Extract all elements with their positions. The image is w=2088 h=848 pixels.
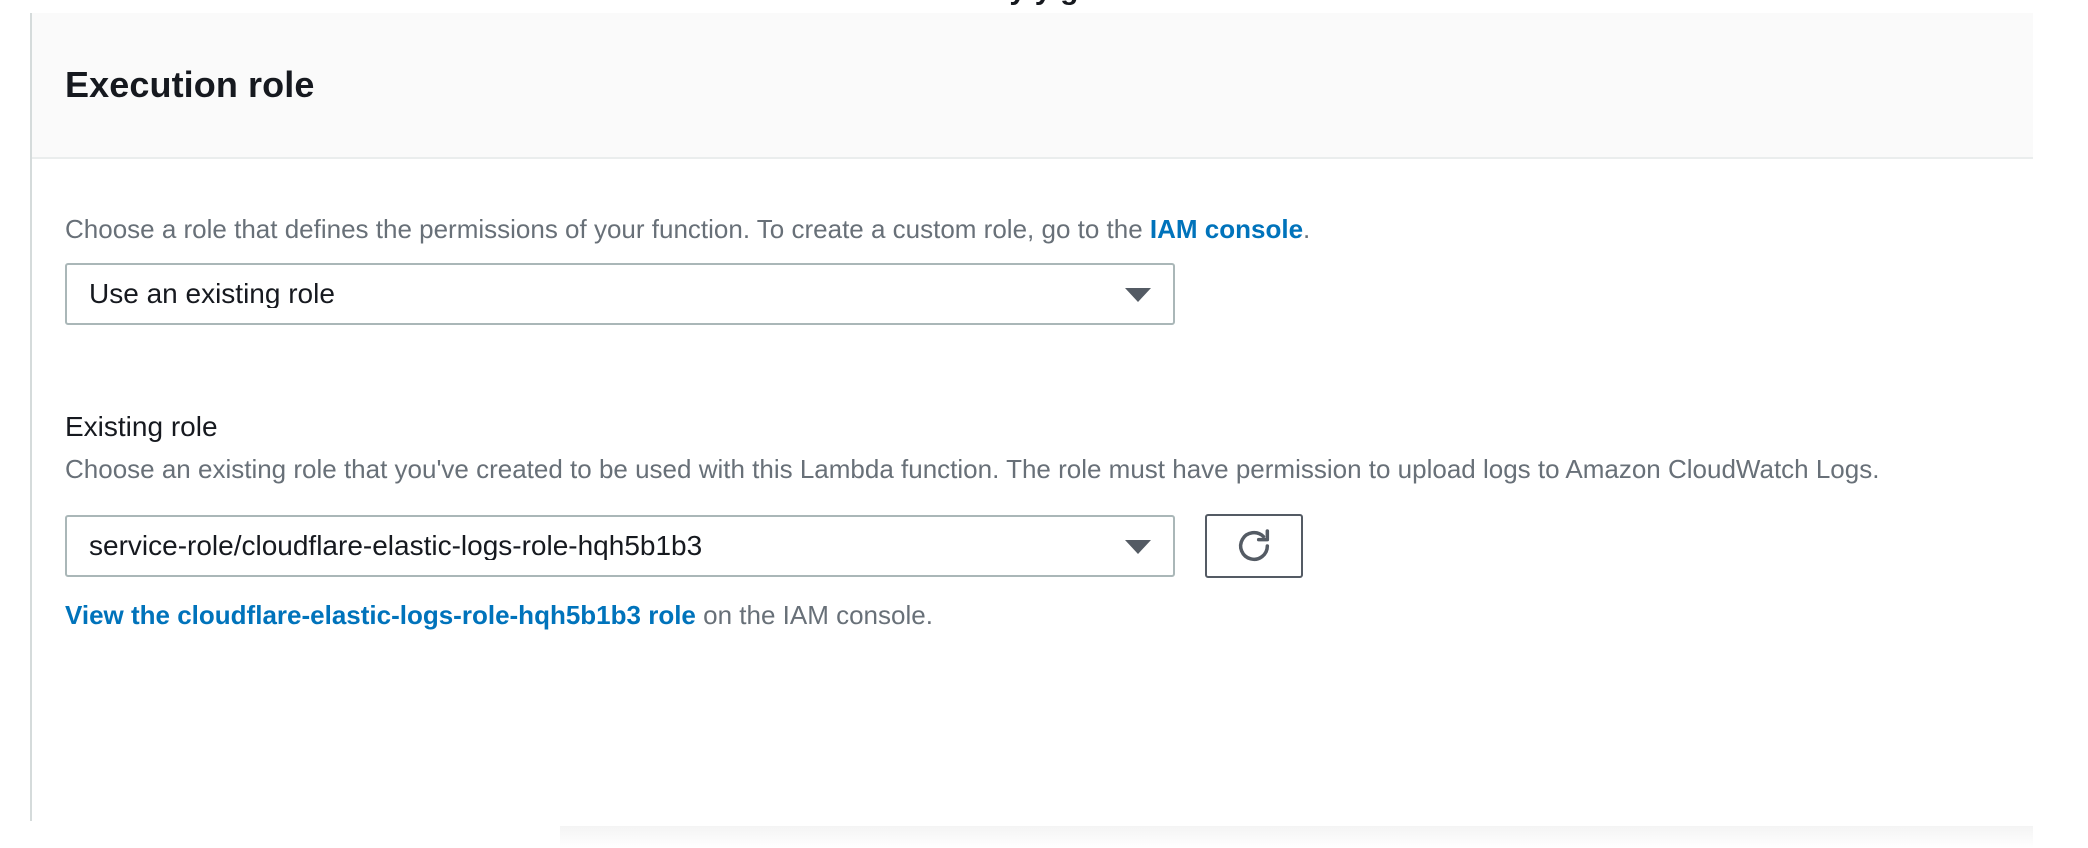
- refresh-icon: [1238, 529, 1270, 562]
- view-role-link[interactable]: View the cloudflare-elastic-logs-role-hq…: [65, 599, 696, 630]
- role-type-description: Choose a role that defines the permissio…: [65, 159, 2000, 247]
- existing-role-group: Existing role Choose an existing role th…: [65, 325, 2000, 633]
- card-header: Execution role: [32, 13, 2033, 159]
- role-type-select-value: Use an existing role: [89, 280, 335, 309]
- existing-role-row: service-role/cloudflare-elastic-logs-rol…: [65, 513, 2000, 578]
- clipped-text-above-card: y y g: [0, 0, 2088, 13]
- existing-role-select-value: service-role/cloudflare-elastic-logs-rol…: [89, 531, 703, 560]
- chevron-down-icon: [1125, 288, 1151, 303]
- iam-console-link[interactable]: IAM console: [1149, 214, 1304, 244]
- role-type-select[interactable]: Use an existing role: [65, 263, 1175, 326]
- role-type-description-text-after: .: [1303, 214, 1311, 244]
- refresh-roles-button[interactable]: [1205, 513, 1303, 578]
- view-role-line: View the cloudflare-elastic-logs-role-hq…: [65, 598, 2000, 633]
- role-type-description-text-before: Choose a role that defines the permissio…: [65, 214, 1150, 244]
- card-body: Choose a role that defines the permissio…: [32, 159, 2033, 634]
- view-role-link-suffix: on the IAM console.: [695, 599, 933, 630]
- execution-role-card: Execution role Choose a role that define…: [30, 13, 2033, 821]
- page-title: Execution role: [65, 64, 315, 106]
- chevron-down-icon: [1125, 539, 1151, 554]
- existing-role-helper-text: Choose an existing role that you've crea…: [65, 454, 1880, 485]
- existing-role-label: Existing role: [65, 411, 218, 443]
- card-bottom-shadow: [560, 826, 2033, 848]
- existing-role-select[interactable]: service-role/cloudflare-elastic-logs-rol…: [65, 514, 1175, 577]
